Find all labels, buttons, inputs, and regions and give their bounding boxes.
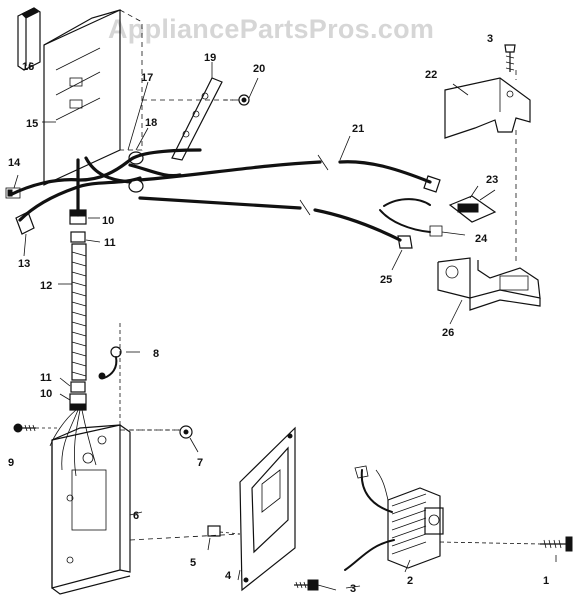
bracket-19 <box>171 62 223 161</box>
connector-14 <box>5 187 21 199</box>
connector-13 <box>15 211 35 235</box>
callout-25: 25 <box>380 274 392 286</box>
grommet-18 <box>128 127 149 193</box>
callout-2: 2 <box>407 575 413 587</box>
screw-1 <box>439 536 573 552</box>
nut-5 <box>207 525 241 551</box>
callout-22: 22 <box>425 69 437 81</box>
box-wires <box>49 409 97 477</box>
callout-9: 9 <box>8 457 14 469</box>
callout-6: 6 <box>133 510 139 522</box>
callout-15: 15 <box>26 118 38 130</box>
connector-25-end <box>397 235 413 249</box>
screw-3-bottom <box>294 579 337 591</box>
callout-1: 1 <box>543 575 549 587</box>
callout-16: 16 <box>22 61 34 73</box>
callout-labels: 1 2 3 3 4 5 6 7 8 9 10 10 11 11 12 13 14… <box>8 33 549 595</box>
callout-18: 18 <box>145 117 157 129</box>
screw-3-top <box>504 44 516 72</box>
callout-5: 5 <box>190 557 196 569</box>
callout-13: 13 <box>18 258 30 270</box>
nut-11-bottom <box>70 381 86 393</box>
nut-11-top <box>70 231 86 243</box>
nut-20 <box>224 77 259 106</box>
callout-7: 7 <box>197 457 203 469</box>
callout-10-bottom: 10 <box>40 388 52 400</box>
leader-lines <box>13 62 557 589</box>
callout-3-bottom: 3 <box>350 583 356 595</box>
fitting-10-bottom <box>69 393 87 411</box>
connector-21-end <box>423 175 441 193</box>
fitting-10-top <box>69 209 87 225</box>
transformer-2 <box>344 465 444 571</box>
wire-24 <box>379 198 443 237</box>
callout-3-top: 3 <box>487 33 493 45</box>
callout-10-top: 10 <box>102 215 114 227</box>
callout-17: 17 <box>141 72 153 84</box>
callout-12: 12 <box>40 280 52 292</box>
conduit-12 <box>71 243 87 381</box>
alignment-lines <box>120 70 517 541</box>
upper-housing <box>43 9 143 186</box>
callout-11-top: 11 <box>104 237 116 249</box>
callout-21: 21 <box>352 123 364 135</box>
bracket-26 <box>437 257 541 311</box>
callout-11-bottom: 11 <box>40 372 52 384</box>
cover-22 <box>444 77 531 262</box>
watermark-text: AppliancePartsPros.com <box>108 14 435 44</box>
ground-wire-8 <box>98 346 122 380</box>
callout-24: 24 <box>475 233 488 245</box>
plate-4 <box>239 426 296 592</box>
callout-8: 8 <box>153 348 159 360</box>
switch-23 <box>448 189 497 223</box>
callout-4: 4 <box>225 570 232 582</box>
screw-9 <box>13 423 60 433</box>
callout-19: 19 <box>204 52 216 64</box>
callout-26: 26 <box>442 327 454 339</box>
junction-box-6 <box>51 320 131 595</box>
callout-23: 23 <box>486 174 498 186</box>
part-16-bracket <box>17 7 41 71</box>
wire-harness <box>8 148 432 242</box>
callout-20: 20 <box>253 63 265 75</box>
callout-14: 14 <box>8 157 21 169</box>
